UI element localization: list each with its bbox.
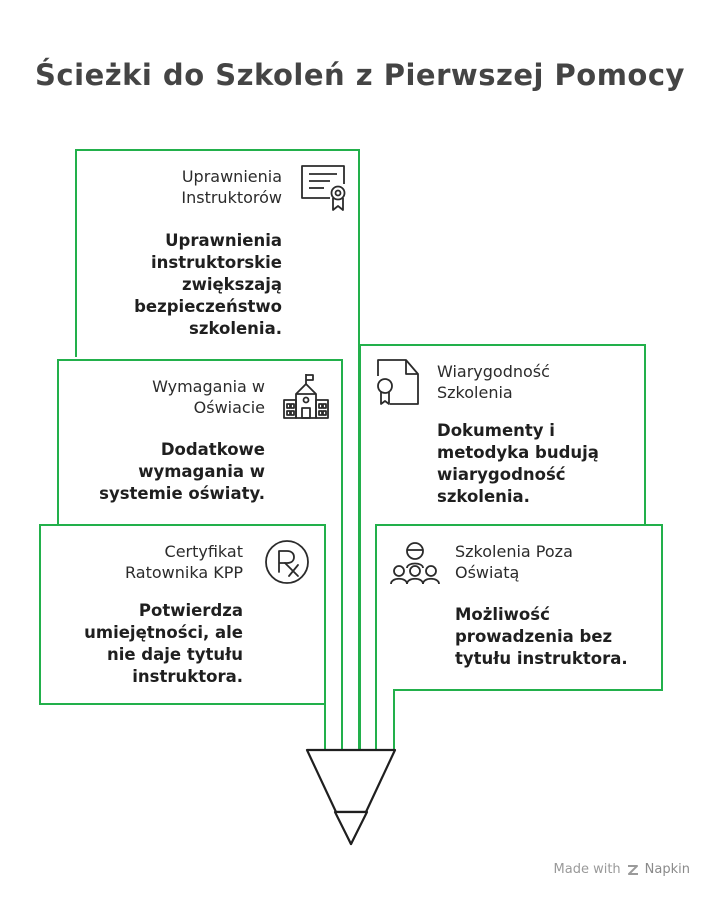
card-label-kpp-certificate: Certyfikat Ratownika KPP — [125, 542, 243, 582]
card-outline-training-outside-education — [375, 524, 663, 750]
card-label-training-outside-education: Szkolenia Poza Oświatą — [455, 542, 573, 582]
card-description-education-requirements: Dodatkowe wymagania w systemie oświaty. — [99, 440, 265, 503]
rx-icon — [265, 540, 309, 584]
made-with-text: Made with — [553, 862, 621, 877]
document-award-icon — [377, 359, 419, 405]
card-outline-training-credibility — [359, 344, 646, 750]
certificate-icon — [301, 165, 346, 211]
card-label-education-requirements: Wymagania w Oświacie — [152, 377, 265, 417]
group-instructor-icon — [390, 542, 440, 585]
card-outline-kpp-certificate — [39, 524, 326, 750]
school-building-icon — [283, 374, 329, 419]
napkin-logo-icon — [627, 864, 638, 875]
page-title: Ścieżki do Szkoleń z Pierwszej Pomocy — [35, 58, 685, 92]
card-outline-education-requirements — [57, 359, 343, 750]
pencil-tip — [305, 748, 397, 846]
card-description-training-outside-education: Możliwość prowadzenia bez tytułu instruk… — [455, 605, 628, 668]
footer-credit: Made with Napkin — [554, 862, 690, 877]
napkin-brand-text: Napkin — [644, 862, 690, 877]
card-label-instructor-rights: Uprawnienia Instruktorów — [181, 167, 282, 207]
card-description-training-credibility: Dokumenty i metodyka budują wiarygodność… — [437, 421, 599, 506]
card-label-training-credibility: Wiarygodność Szkolenia — [437, 362, 550, 402]
card-description-kpp-certificate: Potwierdza umiejętności, ale nie daje ty… — [84, 601, 243, 686]
card-description-instructor-rights: Uprawnienia instruktorskie zwiększają be… — [134, 231, 282, 338]
